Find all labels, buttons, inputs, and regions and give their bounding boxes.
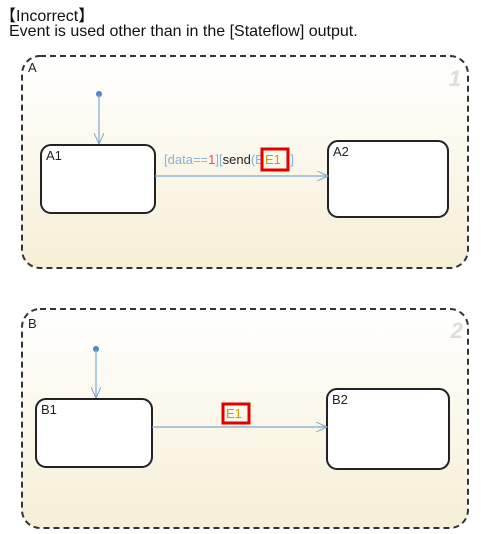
event-b-label: E1 <box>226 406 242 421</box>
guard-value: 1 <box>208 152 215 167</box>
state-a1 <box>40 144 156 214</box>
chart-b-name: B <box>28 316 37 331</box>
guard-var: data <box>168 152 194 167</box>
guard-op: == <box>193 152 208 167</box>
chart-a-name: A <box>28 60 37 75</box>
action-paren: ( <box>251 152 256 167</box>
state-a1-label: A1 <box>46 148 62 163</box>
event-a-highlight-box <box>260 147 290 172</box>
stateflow-diagram: A 1 A1 A2 [data==1][send(E E1 )] B 2 <box>21 55 469 529</box>
stateflow-canvas: A 1 A1 A2 [data==1][send(E E1 )] B 2 <box>8 46 484 532</box>
transition-a-label: [data==1][send(E <box>164 152 264 167</box>
action-open: [ <box>219 152 223 167</box>
page-subtitle: Event is used other than in the [Statefl… <box>9 23 358 40</box>
event-b-highlight-box <box>221 402 251 425</box>
page-title: 【Incorrect】 <box>0 8 95 25</box>
state-a2-label: A2 <box>333 144 349 159</box>
chart-a-number: 1 <box>449 66 461 91</box>
chart-b-number: 2 <box>450 318 464 343</box>
action-arg-hidden: E <box>255 152 264 167</box>
state-b1 <box>35 398 153 468</box>
chart-a: A 1 A1 A2 [data==1][send(E E1 )] <box>21 55 469 269</box>
chart-b-border <box>21 308 469 529</box>
guard-open: [ <box>164 152 168 167</box>
chart-b: B 2 B1 B2 E1 <box>21 308 469 529</box>
event-a-label: E1 <box>265 152 281 167</box>
guard-close: ] <box>215 152 219 167</box>
action-func: send <box>223 152 251 167</box>
action-close: )] <box>286 152 294 167</box>
state-b2-label: B2 <box>332 392 348 407</box>
state-b1-label: B1 <box>41 402 57 417</box>
